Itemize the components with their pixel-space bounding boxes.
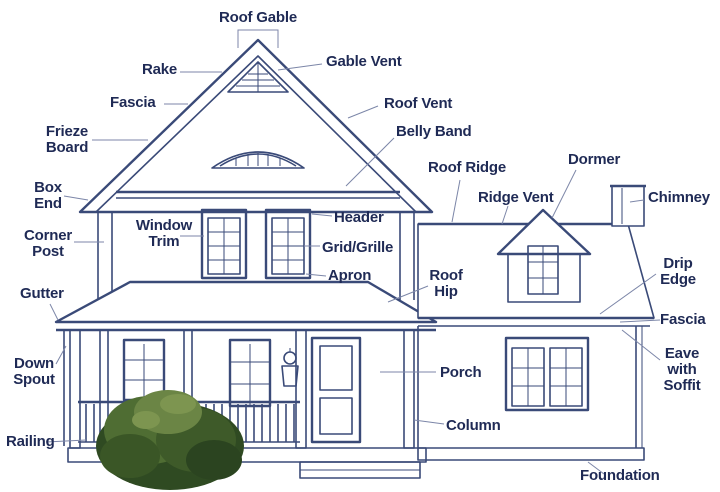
label-box-end-line2: End bbox=[34, 195, 62, 212]
label-eave-soffit-line1: Eave bbox=[664, 345, 700, 362]
label-porch: Porch bbox=[440, 364, 482, 381]
leader-lines bbox=[45, 29, 661, 475]
main-gable-roof bbox=[78, 38, 434, 214]
bush bbox=[96, 390, 244, 490]
porch-column bbox=[183, 329, 193, 401]
label-ridge-vent: Ridge Vent bbox=[478, 189, 554, 206]
label-roof-vent: Roof Vent bbox=[384, 95, 453, 112]
label-window-trim-line1: Window bbox=[135, 217, 193, 234]
label-frieze-board: Frieze Board bbox=[36, 124, 98, 156]
dormer-wall bbox=[507, 254, 581, 303]
label-roof-hip: Roof Hip bbox=[426, 268, 466, 300]
label-window-trim: Window Trim bbox=[128, 218, 200, 250]
porch-light bbox=[281, 365, 299, 387]
label-fascia-left: Fascia bbox=[110, 94, 156, 111]
label-roof-hip-line2: Hip bbox=[434, 283, 458, 300]
label-drip-edge-line1: Drip bbox=[663, 255, 693, 272]
main-gable-inner-rake bbox=[95, 55, 417, 213]
wing-window-trim bbox=[504, 336, 590, 412]
label-roof-gable: Roof Gable bbox=[218, 9, 297, 26]
porch-column bbox=[295, 329, 307, 449]
label-frieze-board-line2: Board bbox=[45, 139, 89, 156]
upper-window-left-trim bbox=[200, 208, 248, 280]
front-door-panel bbox=[319, 397, 353, 435]
porch-column bbox=[69, 329, 81, 449]
label-chimney: Chimney bbox=[648, 189, 710, 206]
label-box-end-line1: Box bbox=[34, 179, 62, 196]
porch-roof bbox=[54, 280, 438, 324]
label-down-spout-line1: Down bbox=[13, 355, 55, 372]
fan-window bbox=[211, 151, 305, 169]
label-roof-ridge: Roof Ridge bbox=[428, 159, 506, 176]
label-rake: Rake bbox=[142, 61, 178, 78]
label-roof-hip-line1: Roof bbox=[429, 267, 463, 284]
label-apron: Apron bbox=[328, 267, 372, 284]
label-grid-grille: Grid/Grille bbox=[322, 239, 394, 256]
label-gable-vent: Gable Vent bbox=[326, 53, 402, 70]
label-railing: Railing bbox=[6, 433, 55, 450]
label-window-trim-line2: Trim bbox=[148, 233, 180, 250]
label-belly-band: Belly Band bbox=[396, 123, 472, 140]
label-drip-edge-line2: Edge bbox=[660, 271, 696, 288]
wing-foundation bbox=[417, 447, 645, 461]
label-eave-soffit: Eave with Soffit bbox=[656, 346, 708, 394]
label-corner-post-line1: Corner bbox=[24, 227, 72, 244]
chimney bbox=[611, 185, 645, 227]
label-eave-soffit-line2: with bbox=[667, 361, 697, 378]
label-box-end: Box End bbox=[28, 180, 68, 212]
dormer-roof bbox=[496, 208, 592, 256]
label-gutter: Gutter bbox=[20, 285, 64, 302]
label-corner-post-line2: Post bbox=[32, 243, 64, 260]
porch-floor bbox=[67, 447, 427, 463]
upper-window-right-trim bbox=[264, 208, 312, 280]
label-column: Column bbox=[446, 417, 501, 434]
porch-column bbox=[403, 329, 415, 449]
label-drip-edge: Drip Edge bbox=[656, 256, 700, 288]
porch-light-bulb bbox=[283, 351, 297, 365]
label-down-spout-line2: Spout bbox=[13, 371, 55, 388]
front-door-glass bbox=[319, 345, 353, 391]
front-door-frame bbox=[310, 336, 362, 444]
label-down-spout: Down Spout bbox=[8, 356, 60, 388]
label-eave-soffit-line3: Soffit bbox=[663, 377, 701, 394]
label-fascia-right: Fascia bbox=[660, 311, 706, 328]
label-header: Header bbox=[334, 209, 384, 226]
label-foundation: Foundation bbox=[580, 467, 660, 484]
label-dormer: Dormer bbox=[568, 151, 621, 168]
label-frieze-board-line1: Frieze bbox=[45, 123, 89, 140]
label-corner-post: Corner Post bbox=[20, 228, 76, 260]
